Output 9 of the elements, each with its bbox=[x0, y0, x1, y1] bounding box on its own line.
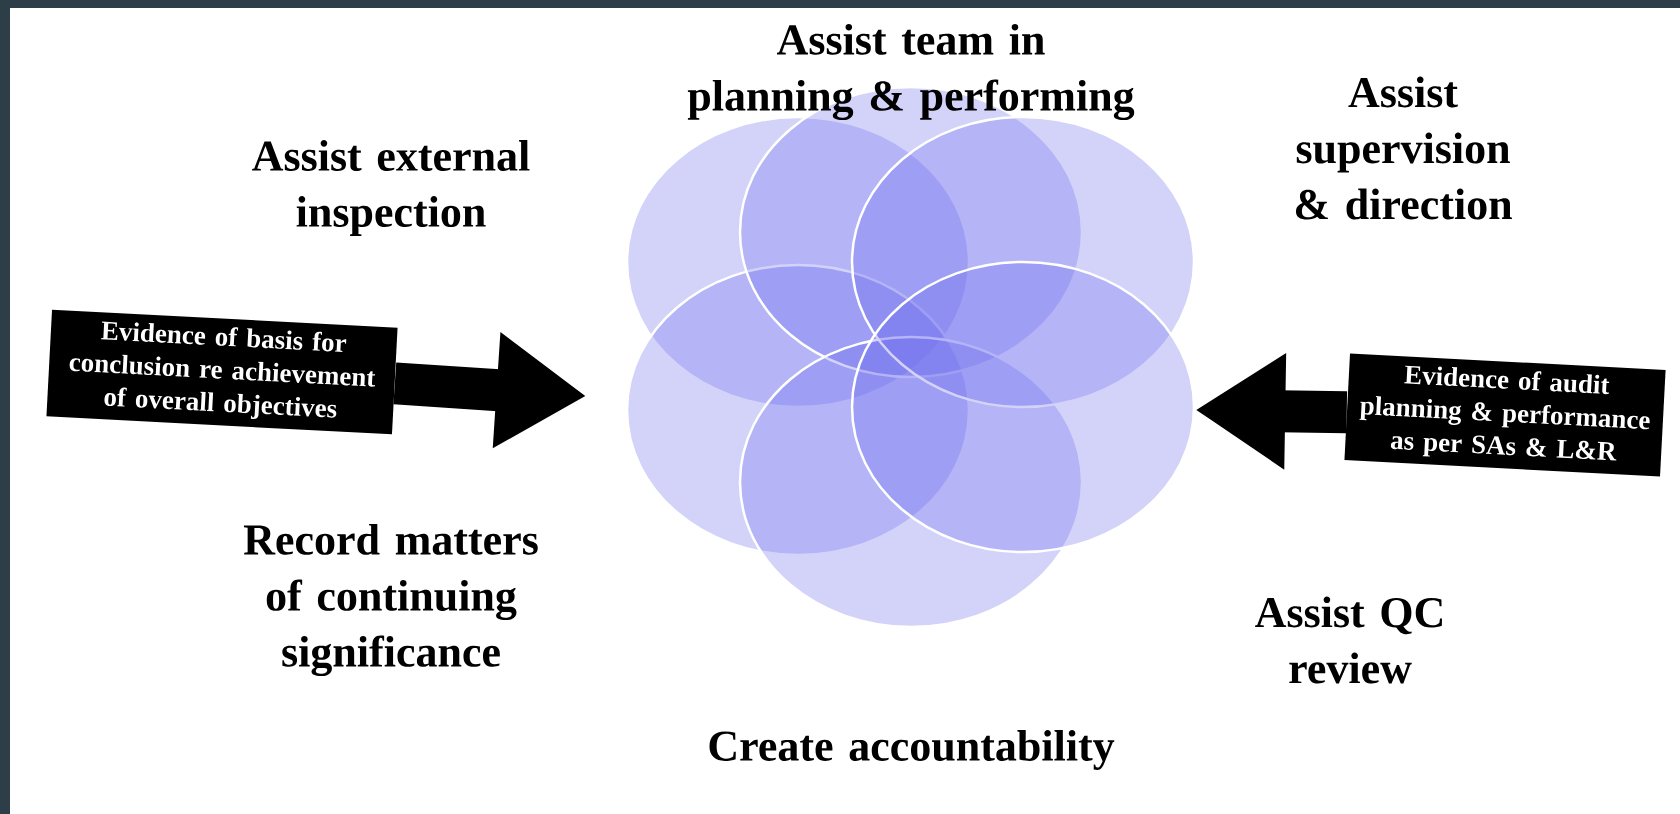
heading: Assist team in planning & performing bbox=[687, 23, 1135, 121]
evidence-box: Evidence of basis for conclusion re achievement of overall objectives bbox=[46, 309, 398, 435]
heading: Record matters of continuing significance bbox=[243, 523, 538, 677]
evidence-box: Evidence of audit planning & performance as per SAs & L&R bbox=[1344, 353, 1666, 477]
heading: Assist supervision & direction bbox=[1296, 76, 1512, 220]
ellipse bbox=[850, 260, 1196, 554]
heading: Create accountability bbox=[709, 730, 1115, 770]
heading: Assist QC review bbox=[1255, 596, 1442, 684]
heading: Assist external inspection bbox=[252, 140, 530, 236]
